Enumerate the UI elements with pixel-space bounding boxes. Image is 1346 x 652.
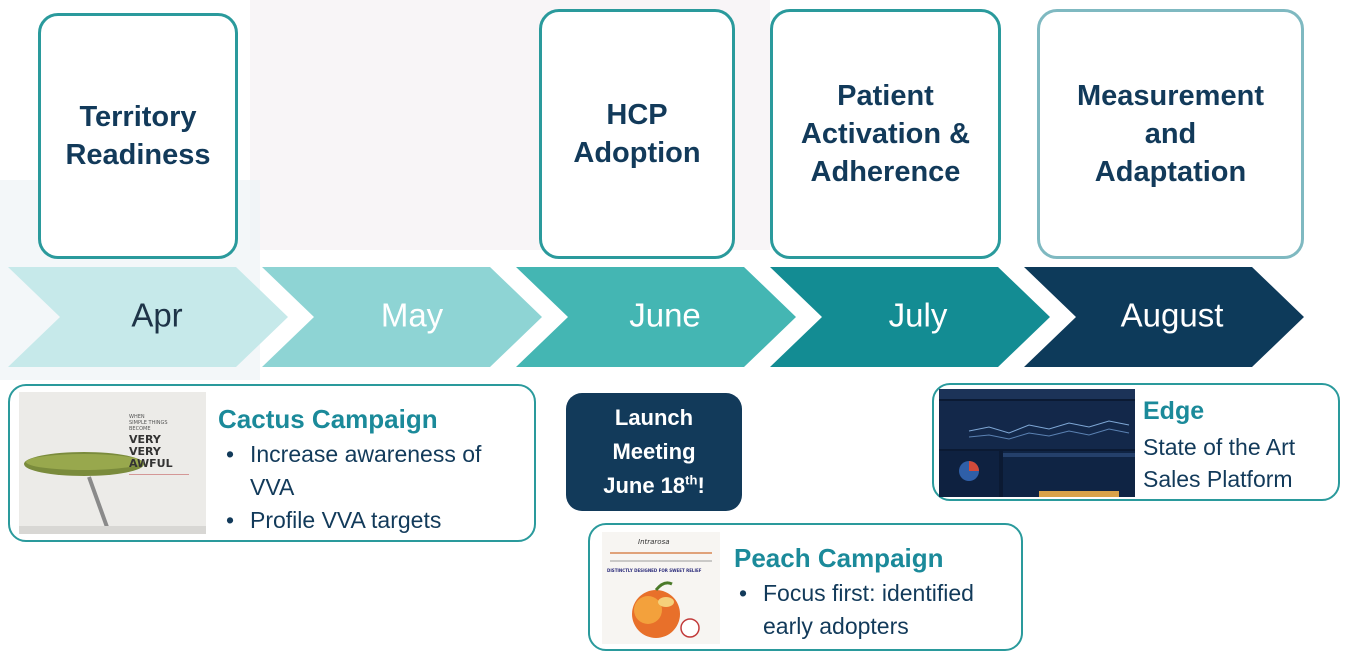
peach-ad-thumbnail: Intrarosa DISTINCTLY DESIGNED FOR SWEET … [602,532,720,644]
chevron-label: May [381,297,444,334]
bullet-list: Focus first: identified early adopters [733,577,1018,643]
phase-title: Territory Readiness [65,101,211,171]
phase-box-patient-activation: Patient Activation & Adherence [770,9,1001,259]
phase-title: Patient Activation & Adherence [800,80,971,188]
chevron-label: June [629,297,701,334]
phase-title: HCP Adoption [573,99,701,169]
launch-meeting-badge: Launch Meeting June 18th! [566,393,742,511]
thumb-brand: Intrarosa [638,538,670,546]
peach-image [610,552,712,638]
card-title: Cactus Campaign [218,404,438,434]
thumb-fine-print [129,474,189,495]
chevron-label: July [889,297,948,334]
edge-card: Edge State of the Art Sales Platform [932,383,1340,501]
cactus-ad-thumbnail: WHEN SIMPLE THINGS BECOME VERY VERY AWFU… [19,392,206,534]
cactus-campaign-card: WHEN SIMPLE THINGS BECOME VERY VERY AWFU… [8,384,536,542]
list-item: Increase awareness of VVA [220,438,520,504]
phase-box-territory-readiness: Territory Readiness [38,13,238,259]
chevron-july: July [770,267,1050,367]
list-item: Focus first: identified early adopters [733,577,1018,643]
thumb-headline: DISTINCTLY DESIGNED FOR SWEET RELIEF [607,568,702,573]
thumb-small-text: WHEN SIMPLE THINGS BECOME [129,414,168,432]
card-title: Peach Campaign [734,543,944,573]
phase-box-hcp-adoption: HCP Adoption [539,9,735,259]
card-title: Edge [1143,397,1205,425]
edge-description: State of the Art Sales Platform [1143,434,1296,492]
phase-title: Measurement and Adaptation [1077,80,1264,188]
cactus-image [19,392,206,534]
chevron-may: May [262,267,542,367]
chevron-apr: Apr [8,267,288,367]
chevron-label: August [1121,297,1224,334]
chevron-label: Apr [131,297,182,334]
chevron-august: August [1024,267,1304,367]
chevron-june: June [516,267,796,367]
bullet-list: Increase awareness of VVA Profile VVA ta… [220,438,520,537]
dashboard-image [939,389,1135,497]
thumb-headline: VERY VERY AWFUL [129,433,173,470]
peach-campaign-card: Intrarosa DISTINCTLY DESIGNED FOR SWEET … [588,523,1023,651]
edge-dashboard-thumbnail [939,389,1135,497]
list-item: Profile VVA targets [220,504,520,537]
phase-box-measurement-adaptation: Measurement and Adaptation [1037,9,1304,259]
